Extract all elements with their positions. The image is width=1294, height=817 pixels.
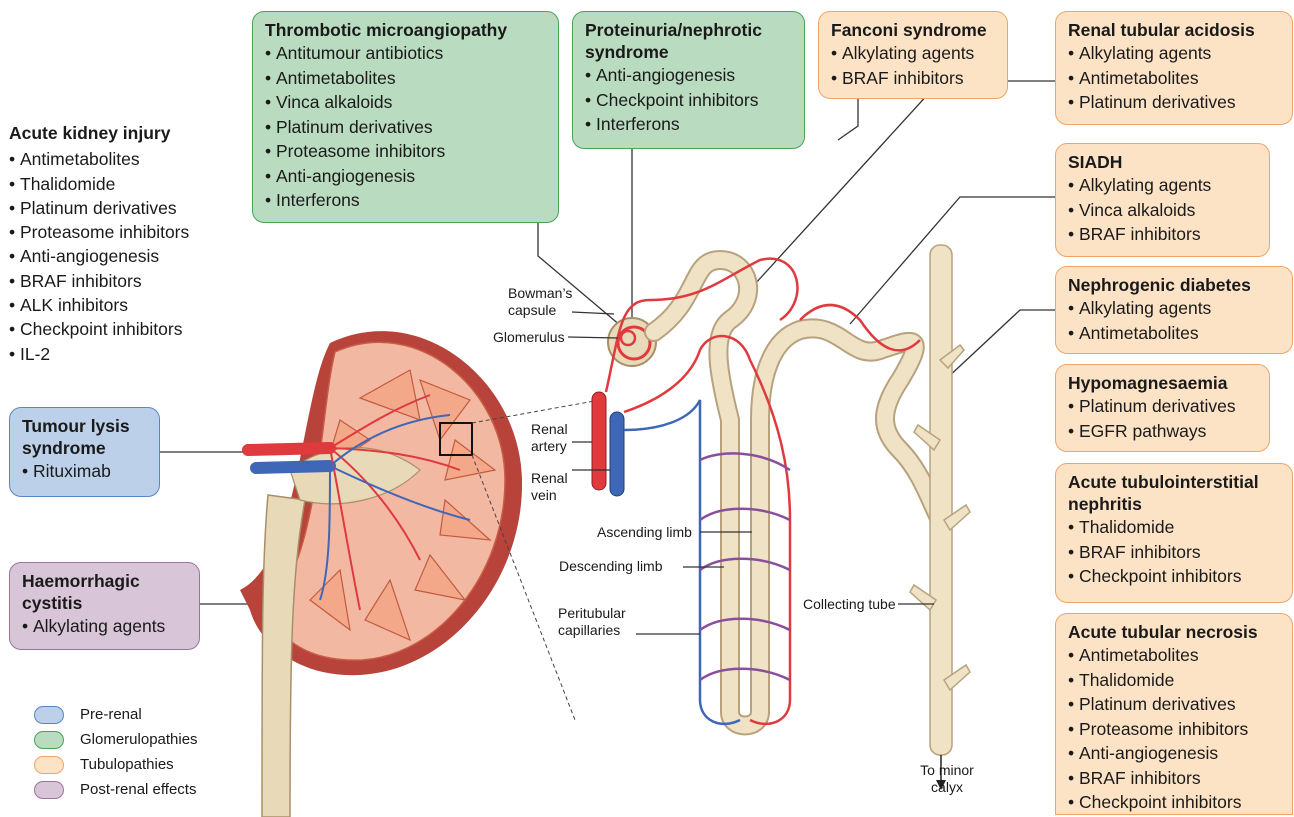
box-title: Renal tubular acidosis [1068,19,1282,41]
box-title: Acute tubular necrosis [1068,621,1282,643]
legend-label: Post-renal effects [80,781,196,798]
box-title: Haemorrhagic cystitis [22,570,172,614]
legend-swatch [34,706,64,724]
list-item: Interferons [265,188,548,213]
legend-swatch [34,781,64,799]
list-item: Rituximab [22,459,149,484]
nephrogenic-diabetes-box: Nephrogenic diabetes Alkylating agents A… [1055,266,1293,354]
bowmans-capsule-label: Bowman’s capsule [508,285,578,319]
legend: Pre-renal Glomerulopathies Tubulopathies… [34,702,198,802]
collecting-tube-label: Collecting tube [803,596,896,613]
list-item: Alkylating agents [1068,296,1282,321]
list-item: Platinum derivatives [1068,394,1259,419]
list-item: IL-2 [9,342,249,366]
peritubular-capillaries-label: Peritubular capillaries [558,605,638,639]
legend-swatch [34,756,64,774]
list-item: Thalidomide [1068,668,1282,693]
legend-swatch [34,731,64,749]
list-item: BRAF inhibitors [9,269,249,293]
list-item: EGFR pathways [1068,419,1259,444]
list-item: BRAF inhibitors [1068,222,1259,247]
list-item: Checkpoint inhibitors [585,88,794,113]
ascending-limb-label: Ascending limb [597,524,692,541]
acute-tubulointerstitial-nephritis-box: Acute tubulointerstitial nephritis Thali… [1055,463,1293,603]
list-item: ALK inhibitors [9,293,249,317]
tumour-lysis-syndrome-box: Tumour lysis syndrome Rituximab [9,407,160,497]
list-item: Antitumour antibiotics [265,41,548,66]
list-item: Proteasome inhibitors [1068,717,1282,742]
legend-item-glomerulopathies: Glomerulopathies [34,727,198,752]
list-item: Platinum derivatives [1068,692,1282,717]
box-title: Thrombotic microangiopathy [265,19,548,41]
legend-label: Glomerulopathies [80,731,198,748]
list-item: Thalidomide [1068,515,1282,540]
box-title: Nephrogenic diabetes [1068,274,1282,296]
list-item: Checkpoint inhibitors [1068,564,1282,589]
list-item: Platinum derivatives [1068,90,1282,115]
acute-tubular-necrosis-box: Acute tubular necrosis Antimetabolites T… [1055,613,1293,815]
list-item: Thalidomide [9,172,249,196]
list-item: Checkpoint inhibitors [1068,790,1282,815]
nephron [568,245,970,790]
list-item: Anti-angiogenesis [585,63,794,88]
list-item: Interferons [585,112,794,137]
list-item: Proteasome inhibitors [265,139,548,164]
list-item: Checkpoint inhibitors [9,317,249,341]
list-item: Antimetabolites [1068,66,1282,91]
renal-vein-label: Renal vein [531,470,571,504]
list-item: BRAF inhibitors [1068,766,1282,791]
thrombotic-microangiopathy-box: Thrombotic microangiopathy Antitumour an… [252,11,559,223]
renal-tubular-acidosis-box: Renal tubular acidosis Alkylating agents… [1055,11,1293,125]
haemorrhagic-cystitis-box: Haemorrhagic cystitis Alkylating agents [9,562,200,650]
list-item: Anti-angiogenesis [9,244,249,268]
list-item: Antimetabolites [9,147,249,171]
list-item: Anti-angiogenesis [265,164,548,189]
list-item: Antimetabolites [1068,321,1282,346]
glomerulus-label: Glomerulus [493,329,565,346]
renal-artery-label: Renal artery [531,421,576,455]
list-item: Alkylating agents [22,614,189,639]
list-item: Alkylating agents [1068,41,1282,66]
kidney-cross-section [240,331,600,817]
box-title: Fanconi syndrome [831,19,997,41]
proteinuria-nephrotic-box: Proteinuria/nephrotic syndrome Anti-angi… [572,11,805,149]
list-item: Platinum derivatives [265,115,548,140]
legend-item-pre-renal: Pre-renal [34,702,198,727]
list-item: Alkylating agents [1068,173,1259,198]
box-title: Acute tubulointerstitial nephritis [1068,471,1282,515]
box-title: Hypomagnesaemia [1068,372,1259,394]
legend-item-tubulopathies: Tubulopathies [34,752,198,777]
box-title: Tumour lysis syndrome [22,415,142,459]
box-title: Proteinuria/nephrotic syndrome [585,19,794,63]
list-item: BRAF inhibitors [1068,540,1282,565]
box-title: Acute kidney injury [9,121,249,145]
list-item: Proteasome inhibitors [9,220,249,244]
list-item: Anti-angiogenesis [1068,741,1282,766]
to-minor-calyx-label: To minor calyx [915,762,979,796]
list-item: Platinum derivatives [9,196,249,220]
list-item: BRAF inhibitors [831,66,997,91]
fanconi-syndrome-box: Fanconi syndrome Alkylating agents BRAF … [818,11,1008,99]
list-item: Vinca alkaloids [1068,198,1259,223]
list-item: Antimetabolites [265,66,548,91]
acute-kidney-injury-list: Acute kidney injury Antimetabolites Thal… [9,121,249,366]
hypomagnesaemia-box: Hypomagnesaemia Platinum derivatives EGF… [1055,364,1270,452]
siadh-box: SIADH Alkylating agents Vinca alkaloids … [1055,143,1270,257]
legend-label: Tubulopathies [80,756,174,773]
legend-item-post-renal: Post-renal effects [34,777,198,802]
descending-limb-label: Descending limb [559,558,663,575]
box-title: SIADH [1068,151,1259,173]
legend-label: Pre-renal [80,706,142,723]
list-item: Antimetabolites [1068,643,1282,668]
list-item: Alkylating agents [831,41,997,66]
list-item: Vinca alkaloids [265,90,548,115]
